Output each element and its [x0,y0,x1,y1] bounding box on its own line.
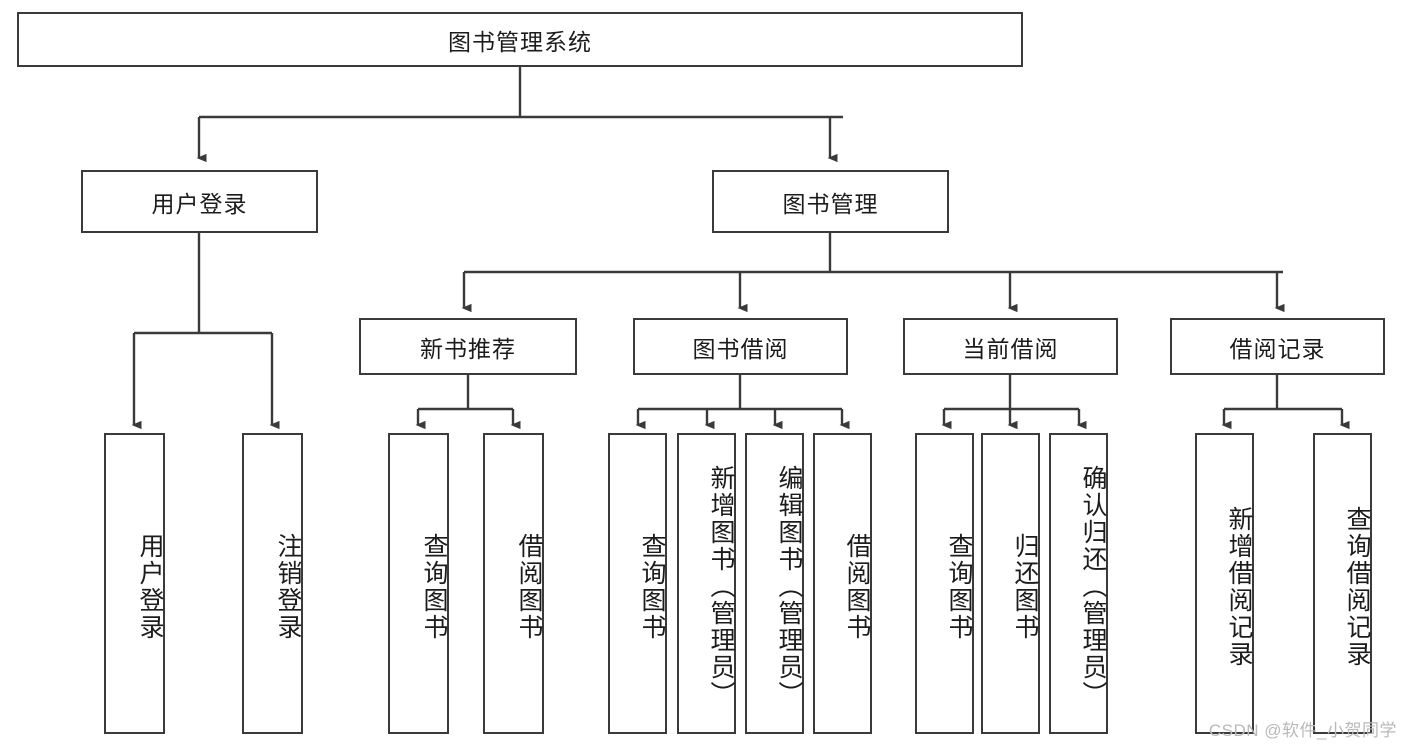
leaf-borrow-borrow-book[interactable]: 借阅图书 [813,433,872,734]
node-new-book-recommend[interactable]: 新书推荐 [359,318,577,375]
leaf-current-confirm-return-admin[interactable]: 确认归还（管理员） [1049,433,1108,734]
node-user-login[interactable]: 用户登录 [81,170,318,233]
node-root-system[interactable]: 图书管理系统 [17,12,1023,67]
node-borrow-record[interactable]: 借阅记录 [1170,318,1385,375]
leaf-current-return-book[interactable]: 归还图书 [981,433,1040,734]
leaf-current-query-book[interactable]: 查询图书 [915,433,974,734]
leaf-borrow-add-book-admin[interactable]: 新增图书（管理员） [677,433,736,734]
leaf-record-query-record[interactable]: 查询借阅记录 [1313,433,1372,734]
leaf-borrow-edit-book-admin[interactable]: 编辑图书（管理员） [745,433,804,734]
node-book-borrow[interactable]: 图书借阅 [633,318,848,375]
leaf-recommend-query-book[interactable]: 查询图书 [388,433,449,734]
node-current-borrow[interactable]: 当前借阅 [903,318,1118,375]
leaf-borrow-query-book[interactable]: 查询图书 [608,433,667,734]
leaf-record-add-record[interactable]: 新增借阅记录 [1195,433,1254,734]
leaf-user-login-logout[interactable]: 注销登录 [242,433,303,734]
watermark-label: CSDN @软件_小贺同学 [1208,721,1397,740]
leaf-recommend-borrow-book[interactable]: 借阅图书 [483,433,544,734]
node-book-management[interactable]: 图书管理 [712,170,949,233]
leaf-user-login-login[interactable]: 用户登录 [104,433,165,734]
